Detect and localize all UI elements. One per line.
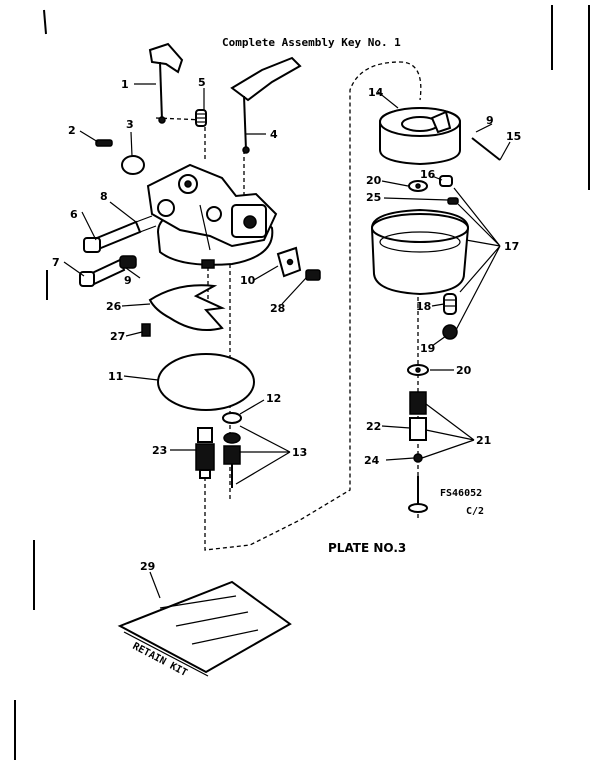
- part-float-bowl: [370, 208, 470, 296]
- callout-1: 1: [121, 78, 129, 91]
- part-nut-19: [442, 324, 458, 340]
- callout-2: 2: [68, 124, 76, 137]
- part-choke-shaft: [148, 42, 184, 124]
- callout-27: 27: [110, 330, 125, 343]
- sheet-number: C/2: [466, 506, 484, 517]
- part-screw-27: [141, 323, 151, 337]
- part-washer-20-bottom: [407, 364, 429, 376]
- part-pin-25: [447, 197, 459, 205]
- part-idle-screw: [83, 215, 157, 253]
- callout-18: 18: [416, 300, 431, 313]
- part-carburetor-body: [146, 163, 278, 269]
- callout-16: 16: [420, 168, 436, 181]
- drawing-code: FS46052: [440, 488, 482, 499]
- callout-10: 10: [240, 274, 256, 287]
- part-spring-18: [443, 293, 457, 315]
- callout-28: 28: [270, 302, 285, 315]
- plate-number: PLATE NO.3: [328, 541, 406, 555]
- assembly-guide-line: [204, 61, 422, 551]
- part-repair-kit: RETAIN KIT: [117, 580, 292, 679]
- part-bracket: [276, 246, 302, 278]
- callouts: 1 2 3 5 4 6 8 7 9 10 28 26 27 11 12 23 1…: [52, 76, 521, 573]
- part-washer-20-top: [408, 180, 428, 192]
- callout-23: 23: [152, 444, 167, 457]
- part-float-pin: [471, 137, 501, 161]
- callout-12: 12: [266, 392, 281, 405]
- part-screw-28: [305, 269, 321, 281]
- part-screw-small: [95, 139, 113, 147]
- callout-14: 14: [368, 86, 384, 99]
- part-bowl-nut: [408, 391, 428, 513]
- callout-20-bottom: 20: [456, 364, 472, 377]
- callout-4: 4: [270, 128, 278, 141]
- callout-3: 3: [126, 118, 134, 131]
- part-o-ring: [222, 412, 242, 424]
- callout-17: 17: [504, 240, 519, 253]
- callout-19: 19: [420, 342, 435, 355]
- diagram-title: Complete Assembly Key No. 1: [222, 36, 401, 49]
- callout-21: 21: [476, 434, 491, 447]
- part-gasket-ring: [157, 353, 255, 411]
- callout-25: 25: [366, 191, 381, 204]
- callout-22: 22: [366, 420, 381, 433]
- callout-8: 8: [100, 190, 108, 203]
- callout-9-right: 9: [486, 114, 494, 127]
- part-float: [379, 106, 461, 166]
- callout-11: 11: [108, 370, 123, 383]
- callout-26: 26: [106, 300, 122, 313]
- part-spring: [195, 109, 207, 127]
- callout-9: 9: [124, 274, 132, 287]
- part-throttle-shaft: [230, 56, 302, 154]
- assembly-guide-line: [207, 250, 231, 500]
- callout-15: 15: [506, 130, 521, 143]
- part-throttle-plate: [148, 284, 226, 331]
- callout-29: 29: [140, 560, 155, 573]
- callout-24: 24: [364, 454, 380, 467]
- scan-edge-mark: [43, 9, 47, 35]
- part-inlet-valve: [223, 432, 241, 488]
- callout-5: 5: [198, 76, 206, 89]
- callout-7: 7: [52, 256, 60, 269]
- callout-20-top: 20: [366, 174, 382, 187]
- leader-lines: [63, 83, 511, 599]
- part-spring-16: [439, 175, 453, 187]
- callout-13: 13: [292, 446, 307, 459]
- part-main-nozzle: [195, 427, 215, 479]
- callout-6: 6: [70, 208, 78, 221]
- part-choke-plate: [121, 155, 145, 175]
